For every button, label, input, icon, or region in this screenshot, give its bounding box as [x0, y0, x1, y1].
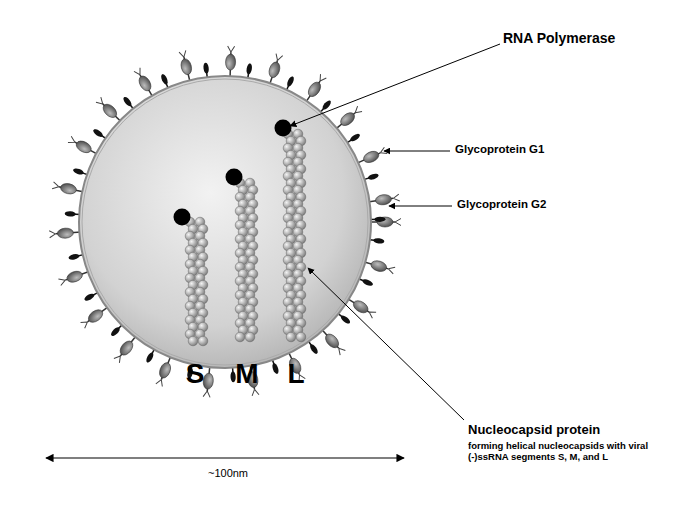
segment-name: S: [175, 358, 215, 390]
callout-label: Glycoprotein G1: [455, 143, 605, 156]
callout-note: forming helical nucleocapsids with viral…: [468, 441, 668, 463]
leader-line: [308, 268, 464, 420]
leader-line: [384, 151, 450, 152]
scale-bar: [46, 457, 404, 458]
callout-label: RNA Polymerase: [503, 30, 673, 46]
glycoprotein-g1-spike: [178, 50, 195, 83]
scale-label: ~100nm: [188, 467, 268, 480]
helical-nucleocapsid: [235, 178, 258, 342]
rna-polymerase: [174, 209, 191, 226]
nucleocapsids: [174, 120, 306, 346]
glycoprotein-spikes: [49, 46, 401, 398]
glycoprotein-g1-spike: [225, 46, 236, 78]
virion-envelope: [79, 76, 371, 368]
leader-line: [389, 206, 452, 207]
rna-polymerase: [226, 169, 243, 186]
segment-name: L: [276, 358, 316, 390]
segment-name: M: [227, 358, 267, 390]
helical-nucleocapsid: [185, 217, 208, 346]
leader-line: [290, 44, 500, 126]
callout-label: Glycoprotein G2: [457, 198, 607, 211]
helical-nucleocapsid: [283, 129, 306, 342]
glycoprotein-g1-spike: [52, 181, 85, 197]
envelope-inner-line: [82, 79, 368, 365]
callout-label: Nucleocapsid protein: [468, 423, 668, 438]
glycoprotein-g1-spike: [369, 217, 401, 227]
glycoprotein-g1-spike: [367, 193, 400, 207]
rna-polymerase: [275, 120, 292, 137]
glycoprotein-g1-spike: [49, 227, 82, 239]
